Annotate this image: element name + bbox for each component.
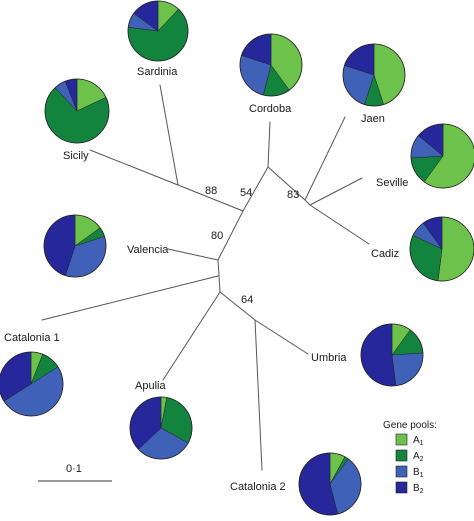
pie-outline-cordoba	[239, 33, 303, 97]
pie-seville	[410, 123, 474, 189]
branch-seville	[309, 177, 363, 206]
branch-node54	[242, 166, 269, 212]
pie-outline-catalonia1	[0, 351, 64, 417]
branch-valencia	[167, 248, 219, 261]
pie-jaen	[342, 43, 406, 107]
svg-text:A1: A1	[413, 435, 424, 447]
legend-label-a1: A	[413, 435, 420, 446]
bootstrap-88: 88	[205, 185, 217, 197]
pie-slice-umbria-b2	[360, 323, 397, 387]
branch-node54-node83	[267, 166, 306, 201]
label-sicily: Sicily	[63, 150, 89, 162]
pie-sicily	[44, 78, 110, 144]
label-cordoba: Cordoba	[249, 103, 292, 115]
legend-item-a1: A1	[395, 433, 424, 447]
pie-outline-jaen	[342, 43, 406, 107]
branch-sardinia	[159, 84, 179, 186]
scale-bar: 0·1	[38, 463, 112, 482]
label-jaen: Jaen	[361, 113, 385, 125]
pie-sardinia	[127, 0, 189, 62]
pie-cadiz	[409, 216, 474, 282]
branch-sicily	[89, 149, 179, 186]
pie-outline-umbria	[360, 323, 424, 387]
legend-item-b1: B1	[395, 465, 424, 479]
pie-cordoba	[239, 33, 303, 97]
label-umbria: Umbria	[311, 352, 347, 364]
legend: Gene pools: A1 A2 B1 B2	[383, 420, 437, 495]
bootstrap-54: 54	[240, 187, 252, 199]
branch-catalonia2	[254, 319, 263, 471]
legend-sub-a2: 2	[420, 456, 424, 463]
legend-item-a2: A2	[395, 449, 424, 463]
bootstrap-labels: 88 54 83 80 64	[205, 185, 299, 306]
population-labels: Sardinia Cordoba Jaen Sicily Seville Val…	[4, 66, 408, 493]
branch-catalonia1	[41, 275, 219, 321]
branch-cadiz	[309, 204, 370, 245]
label-valencia: Valencia	[127, 244, 169, 256]
svg-text:A2: A2	[413, 451, 424, 463]
branch-node64	[219, 291, 256, 321]
pie-outline-sicily	[44, 78, 110, 144]
label-catalonia1: Catalonia 1	[4, 332, 60, 344]
label-cadiz: Cadiz	[371, 248, 399, 260]
legend-title: Gene pools:	[383, 420, 437, 431]
bootstrap-83: 83	[287, 189, 299, 201]
legend-swatch-a2	[395, 449, 408, 462]
legend-swatch-b1	[395, 465, 408, 478]
label-catalonia2: Catalonia 2	[230, 481, 286, 493]
branch-apulia	[162, 291, 221, 381]
pie-umbria	[360, 323, 424, 387]
svg-text:B2: B2	[413, 483, 424, 495]
pie-outline-valencia	[43, 214, 107, 278]
pie-slice-cadiz-a1	[437, 216, 474, 282]
branch-umbria	[254, 319, 309, 355]
pie-outline-apulia	[129, 396, 193, 460]
label-sardinia: Sardinia	[137, 66, 178, 78]
legend-label-b2: B	[413, 483, 420, 494]
pie-outline-seville	[410, 123, 474, 189]
label-seville: Seville	[376, 177, 408, 189]
legend-swatch-b2	[395, 481, 408, 494]
pie-outline-catalonia2	[298, 452, 362, 516]
pie-slice-umbria-b1	[391, 352, 424, 387]
branch-jaen	[304, 116, 346, 201]
tree-branches	[41, 84, 370, 471]
legend-sub-b2: 2	[420, 488, 424, 495]
branch-node88	[177, 184, 244, 212]
legend-sub-b1: 1	[420, 472, 424, 479]
legend-label-a2: A	[413, 451, 420, 462]
branch-backbone-lower	[217, 259, 221, 293]
branch-backbone-upper	[217, 210, 244, 261]
pie-apulia	[129, 396, 193, 460]
pie-outline-cadiz	[409, 216, 474, 282]
scale-bar-label: 0·1	[66, 463, 82, 475]
bootstrap-80: 80	[211, 230, 223, 242]
legend-sub-a1: 1	[420, 440, 424, 447]
svg-text:B1: B1	[413, 467, 424, 479]
pie-catalonia2	[298, 452, 362, 516]
label-apulia: Apulia	[135, 380, 166, 392]
bootstrap-64: 64	[241, 294, 253, 306]
branch-node83	[304, 199, 311, 206]
branch-cordoba	[267, 121, 271, 168]
legend-item-b2: B2	[395, 481, 424, 495]
pie-outline-sardinia	[127, 0, 189, 62]
legend-label-b1: B	[413, 467, 420, 478]
pie-catalonia1	[0, 351, 64, 417]
legend-swatch-a1	[395, 433, 408, 446]
pie-valencia	[43, 214, 107, 278]
